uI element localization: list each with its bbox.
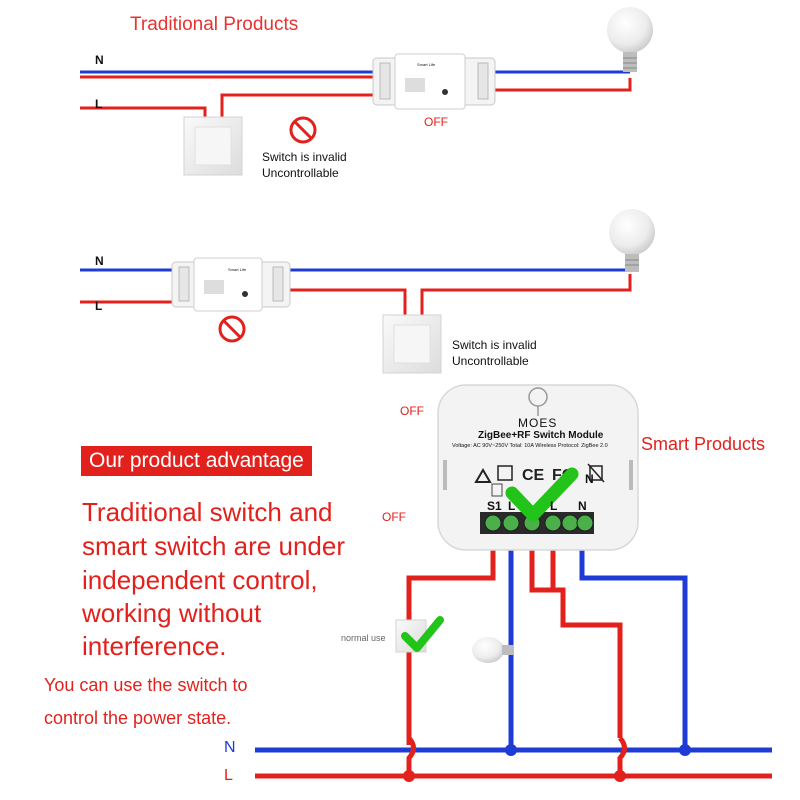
s1-n-label: N [95, 53, 104, 67]
normal-use-label: normal use [341, 633, 386, 643]
advantage-line-2: smart switch are under [82, 531, 345, 561]
s3-n-label: N [224, 739, 236, 756]
advantage-sub-2: control the power state. [44, 708, 232, 728]
advantage-heading: Our product advantage [81, 446, 312, 476]
moes-switch-module: CE FC [437, 384, 639, 551]
s1-relay-brand: Smart Life [417, 62, 436, 67]
terminal-n2: N [585, 472, 594, 486]
prohibited-icon-2 [218, 315, 246, 343]
s2-n-label: N [95, 254, 104, 268]
advantage-sub-1: You can use the switch to [44, 675, 248, 695]
checkmark-icon-small [401, 616, 444, 652]
prohibited-icon-1 [289, 116, 317, 144]
light-bulb-1 [607, 7, 653, 72]
terminal-l2: L [550, 499, 558, 513]
relay-module-1 [372, 53, 496, 110]
svg-text:CE: CE [522, 467, 545, 484]
s1-l-label: L [95, 97, 103, 111]
checkmark-icon-large [505, 467, 579, 522]
s3-off-label: OFF [382, 510, 406, 524]
s1-warning-line1: Switch is invalid [262, 150, 347, 164]
s1-warning-line2: Uncontrollable [262, 166, 339, 180]
smart-products-label: Smart Products [641, 434, 766, 454]
s2-warning-line2: Uncontrollable [452, 354, 529, 368]
section2-wires [80, 268, 632, 316]
advantage-line-4: working without [82, 598, 262, 628]
advantage-line-3: independent control, [82, 565, 318, 595]
terminal-n1: N [578, 499, 587, 513]
relay-module-2 [171, 257, 291, 312]
module-specs: Voltage: AC 90V~250V Total: 10A Wireless… [452, 443, 608, 449]
section3-wires [255, 530, 772, 782]
s1-off-label: OFF [424, 115, 448, 129]
s2-relay-brand: Smart Life [228, 267, 247, 272]
section1-wires [80, 70, 632, 118]
s3-l-label: L [224, 767, 233, 784]
module-brand: MOES [518, 416, 558, 430]
advantage-line-5: interference. [82, 631, 227, 661]
s2-off-label: OFF [400, 404, 424, 418]
wall-switch-2 [382, 314, 442, 374]
module-title: ZigBee+RF Switch Module [478, 430, 604, 441]
light-bulb-2 [609, 209, 655, 272]
traditional-products-title: Traditional Products [130, 14, 299, 35]
terminal-s1: S1 [487, 499, 502, 513]
light-bulb-3 [472, 637, 514, 663]
terminal-l1: L [508, 499, 516, 513]
advantage-line-1: Traditional switch and [82, 497, 333, 527]
s2-l-label: L [95, 299, 103, 313]
wall-switch-1 [183, 116, 243, 176]
s2-warning-line1: Switch is invalid [452, 338, 537, 352]
